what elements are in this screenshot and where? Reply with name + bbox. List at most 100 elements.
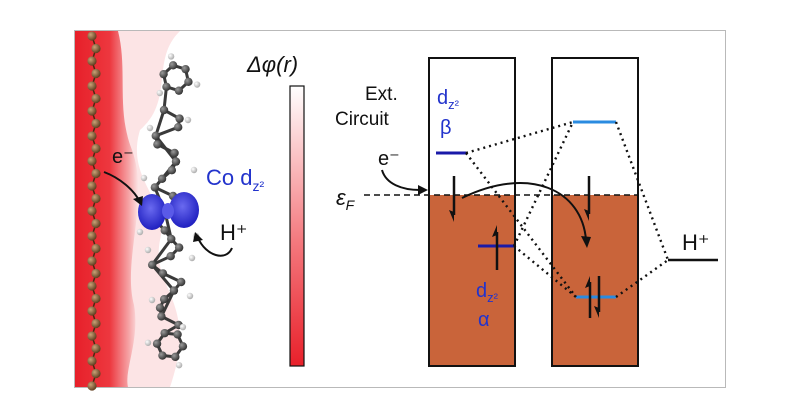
carbon-atom xyxy=(169,286,179,295)
electron-path-arrowhead xyxy=(581,236,591,248)
hydrogen-atom xyxy=(144,339,152,346)
carbon-atom xyxy=(174,243,184,252)
carbon-atom xyxy=(150,183,160,192)
electrode-atom xyxy=(91,118,101,129)
electrode-atom xyxy=(87,81,97,91)
electrode-atom xyxy=(87,106,97,116)
molecule-bond xyxy=(160,289,176,318)
co-dz2-density-blob xyxy=(138,192,199,230)
carbon-atom xyxy=(173,330,182,339)
carbon-atom xyxy=(173,123,183,132)
electrode-atom xyxy=(91,293,101,304)
orbital-correlation-lines xyxy=(465,120,670,298)
electron-label-left: e⁻ xyxy=(112,146,134,168)
ext-circuit-label-line2: Circuit xyxy=(335,109,390,130)
carbon-atom xyxy=(152,339,162,348)
colorbar xyxy=(289,85,305,367)
carbon-atom xyxy=(155,303,165,312)
molecule-bond xyxy=(154,134,178,163)
electrode-atom xyxy=(87,56,97,66)
electrode-atom xyxy=(91,168,101,179)
carbon-atom xyxy=(170,148,179,158)
co-dz2-subscript: z² xyxy=(252,178,264,194)
electrode-atom xyxy=(87,206,97,216)
electrode-atom xyxy=(87,381,97,391)
ext-circuit-arrow xyxy=(381,169,421,191)
carbon-atom xyxy=(162,82,171,92)
carbon-atom xyxy=(168,61,178,70)
spin-up-arrow-alpha xyxy=(492,225,499,270)
carbon-atom xyxy=(171,157,181,166)
hydrogen-atom xyxy=(193,81,201,88)
electrode-atom xyxy=(91,193,101,204)
electrode-band-right xyxy=(551,57,639,367)
molecule-bond xyxy=(151,263,176,292)
carbon-atom xyxy=(157,312,166,321)
electron-path-arrow xyxy=(461,182,587,241)
electrode-atom xyxy=(87,306,97,316)
hydrogen-atom xyxy=(186,292,194,300)
carbon-atom xyxy=(157,174,167,183)
electrode-atom xyxy=(87,156,97,166)
carbon-atom xyxy=(158,269,168,278)
electrode-atom xyxy=(91,343,101,354)
electron-label-right: e⁻ xyxy=(378,148,400,170)
carbon-atom xyxy=(159,295,169,304)
electrode-atom xyxy=(91,93,101,104)
electrode-atom-chain xyxy=(87,31,101,391)
carbon-atom xyxy=(153,140,162,149)
electrode-atom xyxy=(91,243,101,254)
carbon-atom xyxy=(167,166,177,175)
electrode-atom xyxy=(87,131,97,141)
carbon-atom xyxy=(147,260,157,269)
hydrogen-atom xyxy=(140,174,148,182)
hydrogen-atom xyxy=(167,53,175,60)
colorbar-title: Δφ(r) xyxy=(246,52,298,77)
paired-spin-arrows xyxy=(585,276,601,318)
co-dz2-label: Co dz² xyxy=(206,165,264,194)
carbon-atom xyxy=(160,226,169,235)
co-dz2-text: Co d xyxy=(206,165,252,190)
carbon-atom xyxy=(174,86,184,95)
carbon-atom xyxy=(159,69,168,79)
carbon-atom xyxy=(166,252,175,261)
ext-circuit-arrowhead xyxy=(418,185,428,195)
cobalt-porphyrin-molecule xyxy=(136,53,201,369)
proton-arrowhead-left xyxy=(193,232,203,242)
electrode-band-right-fill xyxy=(552,195,638,366)
hydrogen-atom xyxy=(146,124,154,132)
electrode-atom xyxy=(87,356,97,366)
electrode-atom xyxy=(91,268,101,279)
electrode-atom xyxy=(91,218,101,229)
electrode-atom xyxy=(91,143,101,154)
hydrogen-atom xyxy=(144,246,152,254)
electron-arrowhead-left xyxy=(133,196,143,206)
electrode-atom xyxy=(91,368,101,379)
molecule-bond xyxy=(150,238,173,266)
spin-down-arrow-left xyxy=(449,176,456,222)
carbon-atom xyxy=(181,64,190,74)
electrode-band-left xyxy=(428,57,516,367)
dz2-beta-spin: β xyxy=(440,117,452,139)
electrode-atom xyxy=(87,231,97,241)
electrode-atom xyxy=(91,318,101,329)
carbon-atom xyxy=(151,131,160,140)
carbon-atom xyxy=(184,77,193,87)
dz2-alpha-sub: z² xyxy=(487,290,499,305)
proton-transfer-arrow-left xyxy=(197,237,233,257)
energy-level-diagram: εF Ext. Circuit e⁻ dz² β dz² α xyxy=(335,57,718,367)
carbon-atom xyxy=(176,277,186,287)
spin-down-arrow-right xyxy=(584,176,591,221)
electrode-band-left-fill xyxy=(429,195,515,366)
hydrogen-atom xyxy=(136,228,144,236)
electrode-atom xyxy=(87,31,97,41)
carbon-atom xyxy=(178,342,188,351)
electrode-atom xyxy=(91,68,101,79)
molecule-bond xyxy=(153,160,178,189)
hydrogen-atom xyxy=(188,254,196,262)
molecule-bond xyxy=(154,109,166,137)
dz2-beta-sub: z² xyxy=(448,97,460,112)
hydrogen-atom xyxy=(156,89,163,97)
carbon-atom xyxy=(167,234,176,244)
